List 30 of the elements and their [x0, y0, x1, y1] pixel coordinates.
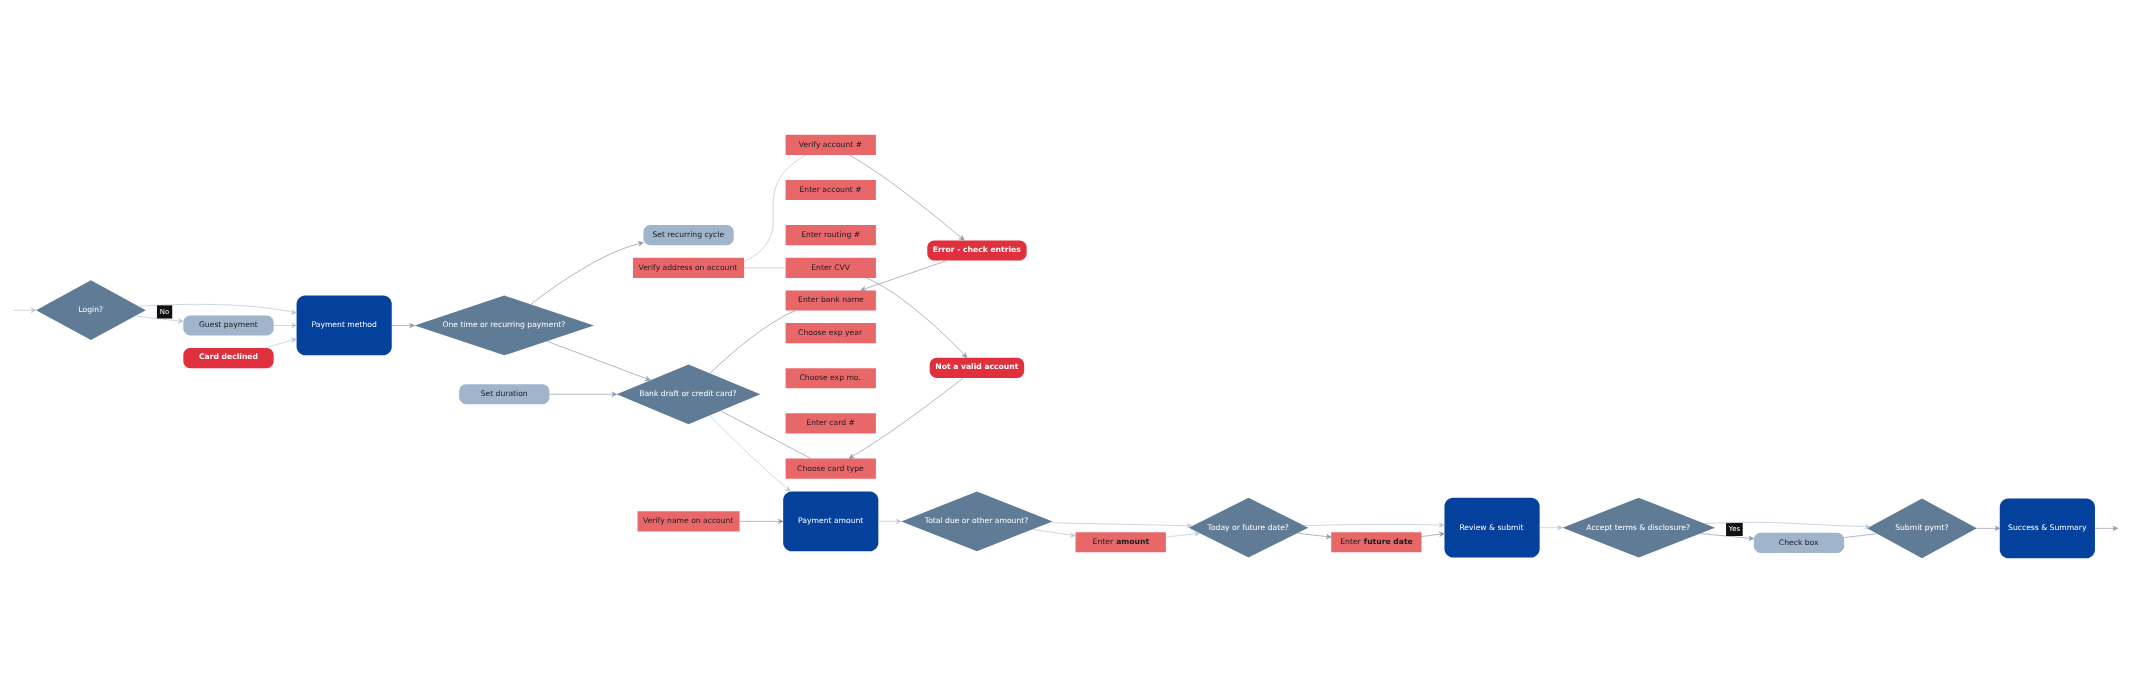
- arrow: [264, 337, 297, 349]
- arrow: [865, 277, 968, 358]
- arrow: [273, 322, 297, 328]
- arrow: [1421, 531, 1445, 537]
- arrow: [1032, 529, 1076, 538]
- arrow: [878, 518, 902, 524]
- connector: [720, 410, 812, 459]
- arrow: [1165, 531, 1201, 538]
- connector: [1843, 533, 1878, 538]
- arrow: [739, 518, 784, 524]
- arrow: [530, 241, 644, 305]
- arrow: [848, 377, 964, 459]
- arrow: [546, 340, 651, 381]
- connector: [709, 310, 796, 374]
- arrow: [138, 304, 297, 315]
- arrow: [135, 315, 184, 324]
- arrow: [849, 154, 965, 241]
- arrow: [1296, 532, 1332, 540]
- arrow: [1539, 525, 1563, 531]
- arrow: [1304, 522, 1445, 528]
- arrow: [1976, 525, 2001, 531]
- arrow: [1699, 533, 1755, 541]
- arrow: [1049, 522, 1193, 529]
- arrow: [1704, 522, 1871, 530]
- connector: [743, 154, 807, 262]
- arrow: [391, 322, 415, 328]
- arrow: [549, 391, 618, 397]
- arrow: [860, 260, 948, 292]
- connector: [743, 267, 786, 269]
- arrow: [709, 415, 791, 492]
